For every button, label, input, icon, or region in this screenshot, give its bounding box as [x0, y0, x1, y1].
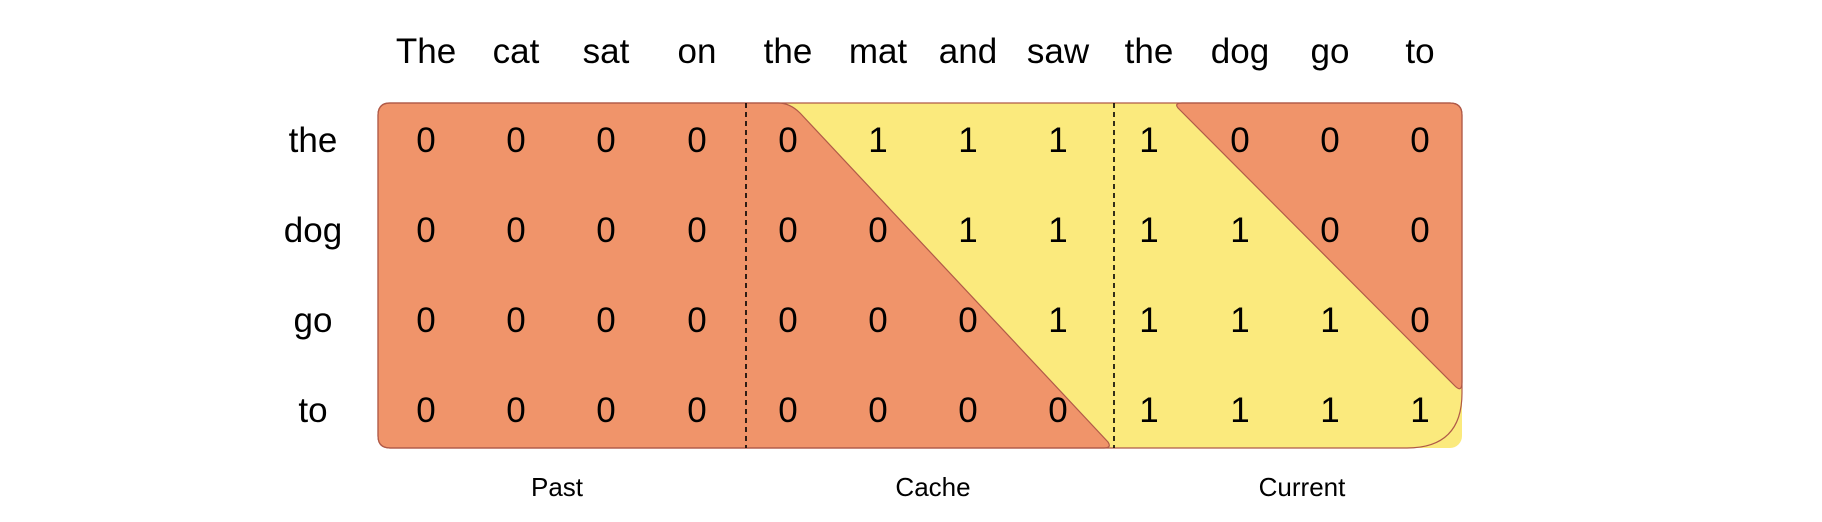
mask-cell: 0	[687, 211, 707, 250]
mask-cell: 1	[1230, 211, 1250, 250]
mask-cell: 0	[687, 121, 707, 160]
column-label: go	[1310, 32, 1350, 71]
mask-cell: 0	[868, 301, 888, 340]
column-label: mat	[848, 32, 908, 71]
mask-cell: 0	[416, 391, 436, 430]
row-label: the	[288, 121, 338, 160]
row-label: go	[293, 301, 333, 340]
mask-cell: 0	[1410, 211, 1430, 250]
mask-cell: 0	[596, 391, 616, 430]
section-label-current: Current	[1258, 471, 1346, 502]
mask-cell: 1	[958, 211, 978, 250]
mask-cell: 0	[687, 391, 707, 430]
mask-cell: 0	[868, 211, 888, 250]
row-label: to	[298, 391, 328, 430]
mask-cell: 0	[596, 121, 616, 160]
mask-cell: 0	[506, 301, 526, 340]
mask-cell: 1	[1048, 121, 1068, 160]
mask-cell: 0	[506, 211, 526, 250]
mask-cell: 0	[687, 301, 707, 340]
mask-cell: 1	[1139, 121, 1159, 160]
mask-cell: 1	[1048, 301, 1068, 340]
mask-cell: 1	[1410, 391, 1430, 430]
mask-cell: 0	[596, 211, 616, 250]
mask-cell: 0	[1230, 121, 1250, 160]
mask-cell: 0	[506, 121, 526, 160]
column-label: the	[1124, 32, 1174, 71]
mask-cell: 0	[778, 121, 798, 160]
row-label: dog	[283, 211, 343, 250]
mask-cell: 0	[416, 211, 436, 250]
mask-cell: 1	[958, 121, 978, 160]
mask-cell: 0	[958, 301, 978, 340]
mask-cell: 0	[1320, 121, 1340, 160]
mask-cell: 0	[1320, 211, 1340, 250]
mask-cell: 0	[958, 391, 978, 430]
section-label-cache: Cache	[895, 471, 971, 502]
mask-cell: 0	[416, 121, 436, 160]
column-label: and	[938, 32, 998, 71]
column-label: cat	[492, 32, 540, 71]
mask-cell: 0	[778, 301, 798, 340]
mask-cell: 0	[778, 211, 798, 250]
section-label-past: Past	[530, 471, 584, 502]
column-label: saw	[1026, 32, 1090, 71]
mask-cell: 0	[868, 391, 888, 430]
mask-cell: 1	[1139, 301, 1159, 340]
mask-cell: 1	[868, 121, 888, 160]
mask-cell: 0	[778, 391, 798, 430]
column-label: The	[395, 32, 457, 71]
mask-cell: 1	[1139, 391, 1159, 430]
mask-cell: 1	[1320, 391, 1340, 430]
mask-cell: 1	[1139, 211, 1159, 250]
mask-cell: 0	[506, 391, 526, 430]
column-label: to	[1405, 32, 1435, 71]
column-label: dog	[1210, 32, 1270, 71]
mask-cell: 1	[1048, 211, 1068, 250]
mask-cell: 0	[596, 301, 616, 340]
mask-cell: 1	[1320, 301, 1340, 340]
mask-cell: 0	[1410, 121, 1430, 160]
column-label: sat	[582, 32, 630, 71]
matrix-outline	[377, 102, 1463, 449]
column-label: on	[677, 32, 717, 71]
column-label: the	[763, 32, 813, 71]
mask-cell: 1	[1230, 301, 1250, 340]
mask-cell: 0	[416, 301, 436, 340]
mask-cell: 1	[1230, 391, 1250, 430]
mask-cell: 0	[1048, 391, 1068, 430]
mask-cell: 0	[1410, 301, 1430, 340]
